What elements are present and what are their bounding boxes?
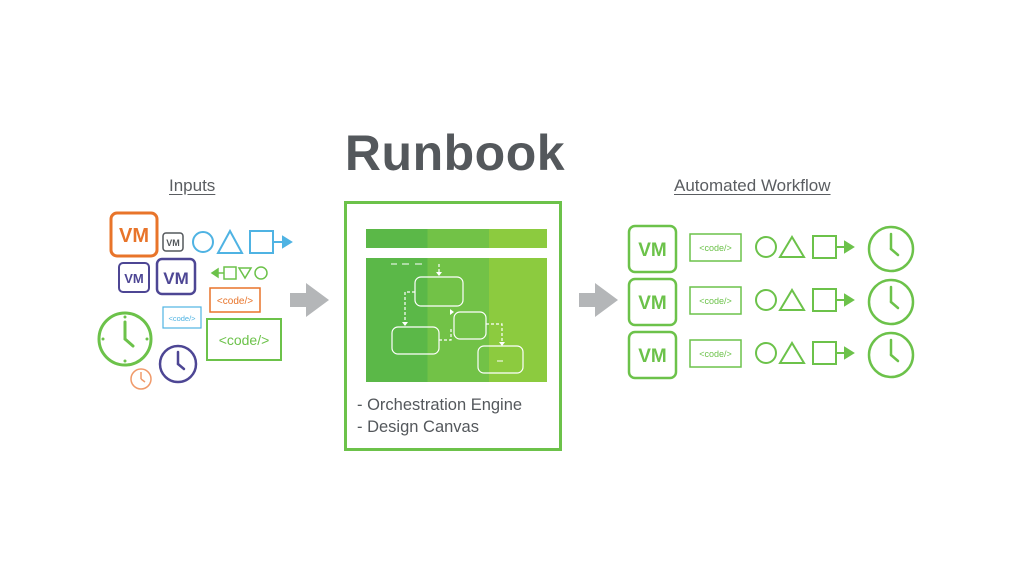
inputs-heading: Inputs (169, 176, 216, 195)
code-icon: <code/> (162, 306, 202, 329)
runbook-panel (344, 201, 562, 451)
vm-label: VM (124, 271, 144, 286)
vm-label: VM (638, 240, 667, 261)
vm-label: VM (166, 238, 180, 248)
vm-icon: VM (109, 211, 159, 258)
vm-icon: VM (162, 232, 184, 252)
vm-label: VM (638, 346, 667, 367)
code-label: <code/> (699, 296, 732, 306)
code-label: <code/> (217, 296, 253, 307)
design-canvas-preview (366, 229, 547, 382)
process-shapes-icon (755, 288, 855, 312)
clock-icon (867, 331, 915, 379)
vm-label: VM (163, 269, 189, 288)
code-icon (689, 339, 742, 368)
code-icon (689, 286, 742, 315)
vm-icon (627, 277, 678, 327)
process-shapes-icon (755, 341, 855, 365)
process-shapes-icon (755, 235, 855, 259)
vm-label: VM (638, 293, 667, 314)
vm-icon: VM (155, 257, 197, 296)
vm-icon (627, 330, 678, 380)
process-shapes-icon (210, 266, 268, 280)
clock-icon (97, 311, 153, 367)
clock-icon (867, 278, 915, 326)
vm-icon: VM (118, 262, 150, 293)
vm-icon (627, 224, 678, 274)
vm-label: VM (119, 225, 149, 247)
clock-icon (867, 225, 915, 273)
clock-icon (158, 344, 198, 384)
workflow-rows: VM <code/> VM (627, 224, 915, 380)
runbook-feature-item: - Design Canvas (357, 418, 479, 436)
workflow-row: VM <code/> (627, 330, 915, 380)
canvas-area (366, 258, 547, 382)
code-label: <code/> (699, 349, 732, 359)
runbook-feature-item: - Orchestration Engine (357, 396, 523, 414)
runbook-title: Runbook (344, 125, 566, 181)
code-label: <code/> (168, 314, 196, 323)
workflow-row: VM <code/> (627, 224, 915, 274)
arrow-right-icon (290, 283, 329, 317)
workflow-row: VM <code/> (627, 277, 915, 327)
canvas-tick-marks (391, 263, 503, 362)
arrow-right-icon (579, 283, 618, 317)
code-label: <code/> (699, 243, 732, 253)
process-shapes-icon (192, 228, 293, 254)
clock-icon (130, 368, 152, 390)
code-icon: <code/> (206, 318, 282, 361)
automated-workflow-heading: Automated Workflow (674, 176, 831, 195)
canvas-toolbar (366, 229, 547, 248)
code-icon: <code/> (209, 287, 261, 313)
flowchart (391, 264, 524, 374)
runbook-features-list: - Orchestration Engine - Design Canvas (357, 394, 522, 438)
flowchart-arrowheads (402, 272, 505, 346)
code-label: <code/> (219, 332, 270, 348)
code-icon (689, 233, 742, 262)
